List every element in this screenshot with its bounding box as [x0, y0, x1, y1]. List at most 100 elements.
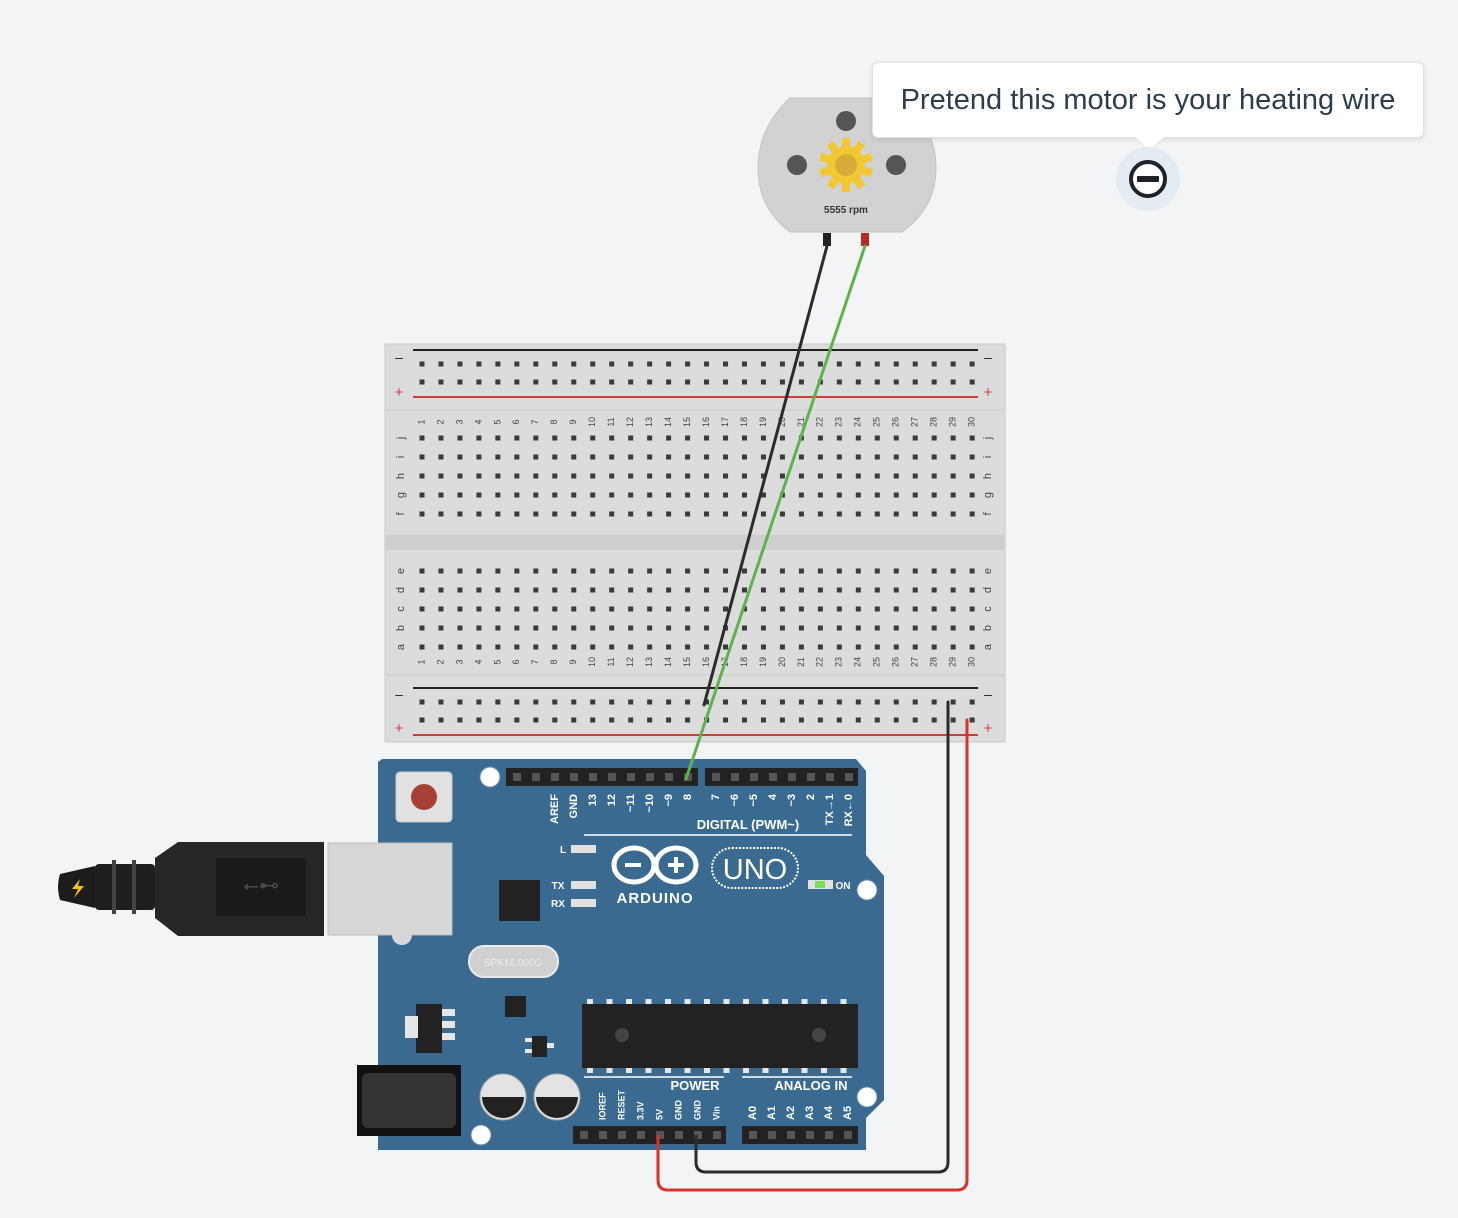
wire-black-gnd-to-rail[interactable] [694, 700, 950, 1174]
breadboard-hole[interactable] [590, 644, 596, 650]
breadboard-hole[interactable] [457, 492, 463, 498]
breadboard-hole[interactable] [893, 644, 899, 650]
breadboard-hole[interactable] [855, 492, 861, 498]
wire-red-5v-to-rail[interactable] [656, 718, 969, 1192]
breadboard-hole[interactable] [514, 454, 520, 460]
breadboard-rail-hole[interactable] [931, 379, 937, 385]
breadboard-hole[interactable] [533, 511, 539, 517]
breadboard-hole[interactable] [647, 606, 653, 612]
breadboard-hole[interactable] [609, 568, 615, 574]
breadboard-hole[interactable] [647, 587, 653, 593]
breadboard-hole[interactable] [533, 587, 539, 593]
breadboard-hole[interactable] [457, 644, 463, 650]
breadboard-hole[interactable] [438, 492, 444, 498]
breadboard-rail-hole[interactable] [419, 379, 425, 385]
breadboard-hole[interactable] [855, 625, 861, 631]
breadboard-hole[interactable] [950, 587, 956, 593]
breadboard-rail-hole[interactable] [438, 699, 444, 705]
breadboard-rail-hole[interactable] [855, 699, 861, 705]
breadboard-hole[interactable] [874, 473, 880, 479]
breadboard-hole[interactable] [779, 644, 785, 650]
breadboard-hole[interactable] [628, 568, 634, 574]
breadboard-rail-hole[interactable] [552, 379, 558, 385]
breadboard-hole[interactable] [950, 625, 956, 631]
breadboard-hole[interactable] [836, 473, 842, 479]
breadboard-hole[interactable] [969, 587, 975, 593]
breadboard-hole[interactable] [666, 511, 672, 517]
breadboard-hole[interactable] [666, 473, 672, 479]
breadboard-hole[interactable] [552, 625, 558, 631]
breadboard-rail-hole[interactable] [438, 717, 444, 723]
breadboard-rail-hole[interactable] [476, 379, 482, 385]
breadboard-hole[interactable] [514, 568, 520, 574]
breadboard-hole[interactable] [950, 606, 956, 612]
breadboard-hole[interactable] [590, 473, 596, 479]
breadboard-hole[interactable] [950, 511, 956, 517]
breadboard-hole[interactable] [855, 454, 861, 460]
breadboard-rail-hole[interactable] [476, 699, 482, 705]
breadboard-hole[interactable] [609, 644, 615, 650]
breadboard-rail-hole[interactable] [419, 717, 425, 723]
breadboard-rail-hole[interactable] [836, 717, 842, 723]
breadboard-rail-hole[interactable] [533, 699, 539, 705]
header-pin[interactable] [646, 773, 654, 781]
breadboard-rail-hole[interactable] [798, 699, 804, 705]
analog-header[interactable] [742, 1126, 858, 1144]
breadboard-rail-hole[interactable] [950, 361, 956, 367]
breadboard-hole[interactable] [741, 644, 747, 650]
breadboard-hole[interactable] [760, 587, 766, 593]
breadboard-hole[interactable] [836, 492, 842, 498]
breadboard-rail-hole[interactable] [590, 379, 596, 385]
breadboard-hole[interactable] [533, 492, 539, 498]
breadboard-rail-hole[interactable] [817, 361, 823, 367]
breadboard-hole[interactable] [760, 625, 766, 631]
breadboard-rail-hole[interactable] [571, 717, 577, 723]
breadboard-hole[interactable] [969, 644, 975, 650]
breadboard-hole[interactable] [893, 568, 899, 574]
breadboard-hole[interactable] [628, 587, 634, 593]
breadboard-rail-hole[interactable] [495, 361, 501, 367]
breadboard-hole[interactable] [779, 587, 785, 593]
breadboard-hole[interactable] [438, 435, 444, 441]
breadboard-rail-hole[interactable] [590, 699, 596, 705]
breadboard-rail-hole[interactable] [685, 699, 691, 705]
breadboard-rail-hole[interactable] [609, 361, 615, 367]
breadboard-rail-hole[interactable] [457, 379, 463, 385]
breadboard-rail-hole[interactable] [533, 717, 539, 723]
breadboard-hole[interactable] [628, 435, 634, 441]
breadboard-rail-hole[interactable] [760, 361, 766, 367]
breadboard-hole[interactable] [495, 606, 501, 612]
breadboard-hole[interactable] [874, 644, 880, 650]
breadboard-rail-hole[interactable] [514, 361, 520, 367]
breadboard-hole[interactable] [723, 644, 729, 650]
breadboard-hole[interactable] [552, 473, 558, 479]
breadboard-hole[interactable] [723, 454, 729, 460]
breadboard-hole[interactable] [912, 492, 918, 498]
breadboard-hole[interactable] [438, 587, 444, 593]
header-pin[interactable] [825, 1131, 833, 1139]
breadboard-hole[interactable] [969, 435, 975, 441]
breadboard-rail-hole[interactable] [760, 717, 766, 723]
breadboard-hole[interactable] [704, 435, 710, 441]
breadboard-rail-hole[interactable] [666, 699, 672, 705]
breadboard-rail-hole[interactable] [647, 717, 653, 723]
breadboard-hole[interactable] [836, 587, 842, 593]
breadboard-hole[interactable] [647, 625, 653, 631]
breadboard-hole[interactable] [798, 587, 804, 593]
breadboard-hole[interactable] [741, 625, 747, 631]
breadboard-hole[interactable] [647, 435, 653, 441]
breadboard-rail-hole[interactable] [779, 379, 785, 385]
header-pin[interactable] [826, 773, 834, 781]
breadboard-hole[interactable] [666, 644, 672, 650]
breadboard-hole[interactable] [457, 435, 463, 441]
breadboard-hole[interactable] [969, 473, 975, 479]
breadboard-hole[interactable] [893, 625, 899, 631]
header-pin[interactable] [694, 1131, 702, 1139]
breadboard-hole[interactable] [571, 587, 577, 593]
breadboard-hole[interactable] [893, 587, 899, 593]
breadboard-hole[interactable] [590, 511, 596, 517]
breadboard-hole[interactable] [741, 587, 747, 593]
breadboard-hole[interactable] [874, 625, 880, 631]
breadboard-hole[interactable] [533, 625, 539, 631]
